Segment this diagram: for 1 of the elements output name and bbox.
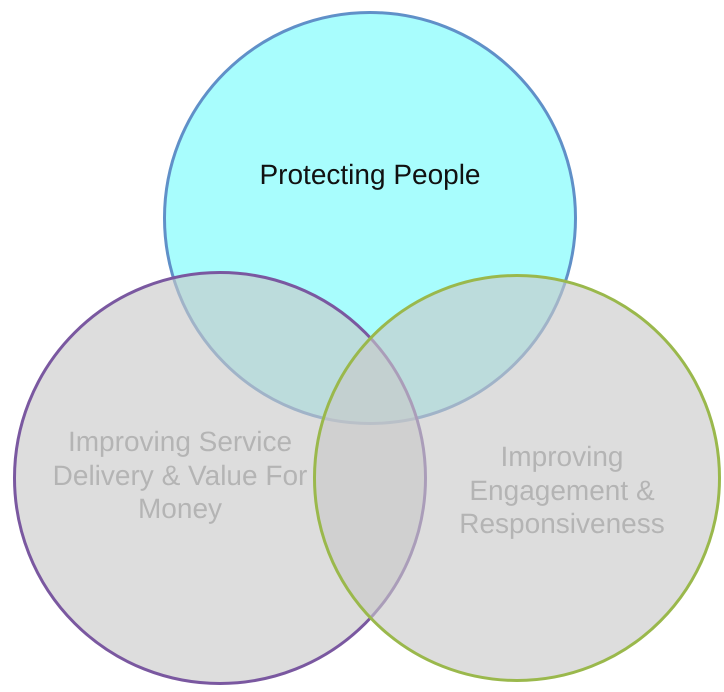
circle-label: Protecting People [258,158,482,192]
